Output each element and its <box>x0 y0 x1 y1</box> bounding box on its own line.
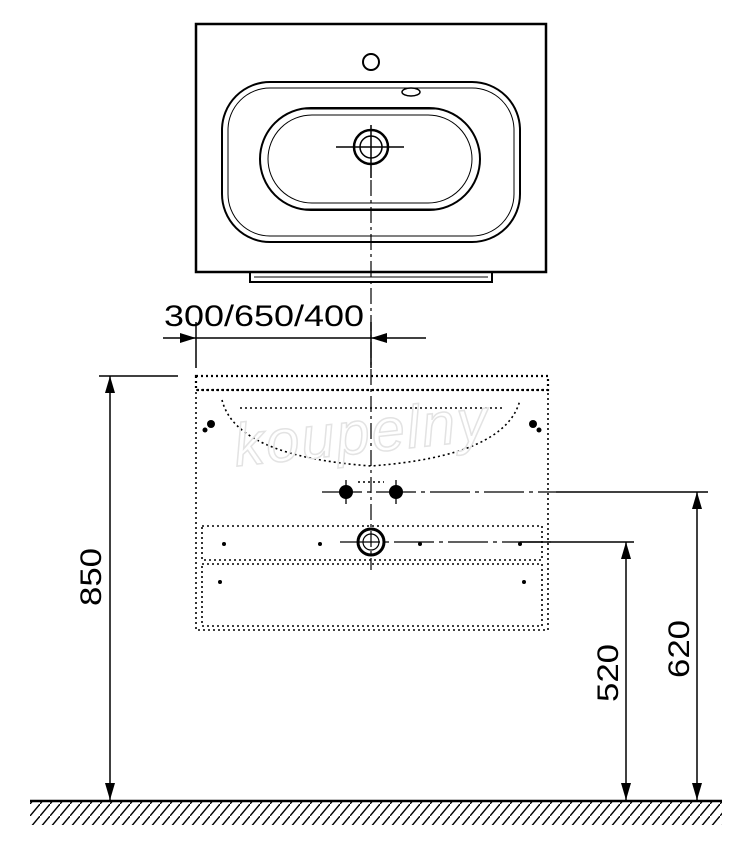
height-supply-dimension <box>556 491 708 800</box>
height-total-arrow-top <box>105 376 115 393</box>
drawer-lower <box>201 563 543 627</box>
floor <box>30 799 722 825</box>
height-drain-dimension <box>520 541 634 800</box>
corner-fixing-right-2 <box>536 427 542 433</box>
basin-bowl-deep-inner <box>267 114 473 204</box>
cabinet-details <box>202 420 542 584</box>
width-arrow-left <box>180 333 196 343</box>
basin-bowl-deep <box>259 107 481 211</box>
height-supply-label: 620 <box>663 620 696 678</box>
cabinet-front-view <box>194 374 550 631</box>
drawer-upper <box>201 525 543 561</box>
height-drain-arrow-top <box>621 542 631 559</box>
height-supply-arrow-top <box>692 492 702 509</box>
handle-upper-right <box>518 542 522 546</box>
corner-fixing-right <box>529 420 537 428</box>
cabinet-body <box>195 389 549 631</box>
handle-lower-right <box>522 580 526 584</box>
handle-upper-center-right <box>418 542 422 546</box>
floor-hatch <box>30 801 722 825</box>
height-total-arrow-bottom <box>105 783 115 800</box>
tap-hole <box>362 53 380 71</box>
drain-pipe-inner <box>362 533 380 551</box>
watermark: koupelny <box>230 386 494 480</box>
width-dimension <box>163 322 426 368</box>
handle-upper-center-left <box>318 542 322 546</box>
corner-fixing-left <box>207 420 215 428</box>
corner-fixing-left-2 <box>202 427 208 433</box>
handle-lower-left <box>218 580 222 584</box>
drain-pipe-outer <box>356 527 386 557</box>
height-drain-label: 520 <box>592 644 625 702</box>
height-drain-arrow-bottom <box>621 783 631 800</box>
handle-upper-left <box>222 542 226 546</box>
cabinet-top-slab <box>194 374 550 392</box>
width-dimension-label: 300/650/400 <box>164 300 364 333</box>
water-supply <box>322 480 556 504</box>
height-supply-arrow-bottom <box>692 783 702 800</box>
height-total-label: 850 <box>75 548 108 606</box>
width-arrow-right <box>371 333 387 343</box>
overflow-hole <box>401 87 421 97</box>
height-total-dimension <box>99 375 178 800</box>
